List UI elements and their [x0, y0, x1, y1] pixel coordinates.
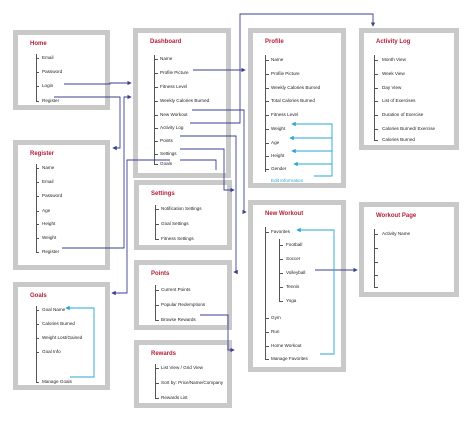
goals-item-manage-goals[interactable]: Manage Goals — [42, 379, 72, 384]
rewards-item-list: Rewards List — [161, 395, 188, 400]
profile-item-picture: Profile Picture — [271, 71, 300, 76]
dashboard-item-activity-log[interactable]: Activity Log — [160, 125, 184, 130]
profile-item-age: Age — [271, 140, 280, 145]
dashboard-item-fitness-level: Fitness Level — [160, 84, 188, 89]
profile-item-fitness-level: Fitness Level — [271, 112, 299, 117]
new-workout-title: New Workout — [265, 211, 304, 217]
new-workout-item-yoga[interactable]: Yoga — [286, 298, 297, 303]
profile-item-name: Name — [271, 57, 284, 62]
goals-item-goal-info: Goal Info — [42, 349, 61, 354]
home-item-email: Email — [42, 55, 54, 60]
dashboard-item-settings[interactable]: Settings — [160, 151, 177, 156]
workout-page-panel: Workout Page Activity Name — [359, 202, 459, 297]
points-item-current: Current Points — [161, 287, 191, 292]
profile-item-total-calories: Total Calories Burned — [271, 98, 315, 103]
new-workout-item-run[interactable]: Run — [271, 329, 280, 334]
profile-title: Profile — [265, 39, 284, 45]
new-workout-item-volleyball[interactable]: Volleyball — [286, 270, 306, 275]
dashboard-item-goals[interactable]: Goals — [160, 161, 173, 166]
goals-item-calories-burned: Calories Burned — [42, 321, 75, 326]
activity-log-item-calories-per-exercise: Calories Burned/ Exercise — [382, 126, 436, 131]
profile-panel: Profile Name Profile Picture Weekly Calo… — [248, 28, 346, 188]
workout-page-title: Workout Page — [376, 213, 417, 219]
connector-register-link — [54, 96, 121, 151]
settings-title: Settings — [151, 191, 175, 197]
dashboard-item-points[interactable]: Points — [160, 138, 173, 143]
points-item-popular[interactable]: Popular Redemptions — [161, 302, 206, 307]
connector-manage-goals-loop — [65, 305, 95, 378]
points-item-browse-rewards[interactable]: Browse Rewards — [161, 317, 196, 322]
dashboard-panel: Dashboard Name Profile Picture Fitness L… — [133, 28, 231, 178]
dashboard-title: Dashboard — [150, 39, 182, 45]
new-workout-item-favorites[interactable]: Favorites — [271, 229, 290, 234]
register-item-name: Name — [42, 165, 55, 170]
connector-manage-favorites-loop — [296, 227, 335, 355]
register-title: Register — [30, 151, 55, 157]
connector-register-to-dashboard — [62, 94, 132, 249]
register-item-password: Password — [42, 193, 63, 198]
activity-log-item-calories: Calories Burned — [382, 137, 415, 142]
goals-item-weight-lost: Weight Lost/Gained — [42, 335, 83, 340]
register-panel: Register Name Email Password Age Height … — [13, 140, 110, 270]
workout-page-item-activity-name: Activity Name — [382, 231, 411, 236]
connector-edit-info-loop — [291, 121, 333, 177]
profile-item-gender: Gender — [271, 166, 287, 171]
profile-item-height: Height — [271, 153, 285, 158]
connector-points-to-rewards — [200, 314, 235, 353]
new-workout-item-football[interactable]: Football — [286, 242, 303, 247]
register-item-age: Age — [42, 208, 51, 213]
settings-item-notification[interactable]: Notification Settings — [161, 206, 202, 211]
new-workout-item-tennis[interactable]: Tennis — [286, 284, 300, 289]
connector-dashboard-to-new-workout — [192, 109, 247, 215]
connector-login-to-dashboard — [64, 80, 132, 86]
dashboard-item-weekly-calories: Weekly Calories Burned — [160, 98, 210, 103]
home-title: Home — [30, 41, 47, 47]
dashboard-item-new-workout[interactable]: New Workout — [160, 112, 188, 117]
rewards-item-sort[interactable]: Sort by: Price/Name/Company — [161, 380, 224, 385]
profile-item-weight: Weight — [271, 126, 286, 131]
dashboard-item-name: Name — [160, 56, 173, 61]
points-panel: Points Current Points Popular Redemption… — [134, 260, 232, 330]
register-item-height: Height — [42, 221, 56, 226]
activity-log-item-day[interactable]: Day View — [382, 85, 402, 90]
rewards-item-view-toggle[interactable]: List View / Grid View — [161, 365, 203, 370]
settings-item-fitness[interactable]: Fitness Settings — [161, 236, 194, 241]
activity-log-item-exercises: List of Exercises — [382, 98, 416, 103]
connector-dashboard-goals-down — [180, 159, 217, 170]
register-item-weight: Weight — [42, 235, 57, 240]
activity-log-item-month[interactable]: Month View — [382, 57, 406, 62]
activity-log-item-duration: Duration of Exercise — [382, 112, 424, 117]
connector-dashboard-to-goals — [111, 159, 170, 296]
profile-item-edit-information[interactable]: Edit Information — [271, 178, 304, 183]
home-item-password: Password — [42, 69, 63, 74]
goals-item-goal-name: Goal Name — [42, 307, 66, 312]
profile-item-weekly-calories: Weekly Calories Burned — [271, 85, 321, 90]
new-workout-item-soccer[interactable]: Soccer — [286, 256, 301, 261]
rewards-panel: Rewards List View / Grid View Sort by: P… — [134, 340, 232, 408]
new-workout-item-gym[interactable]: Gym — [271, 315, 281, 320]
connector-dashboard-to-points — [180, 135, 238, 275]
home-item-login[interactable]: Login — [42, 83, 54, 88]
home-spine — [36, 54, 37, 102]
activity-log-panel: Activity Log Month View Week View Day Vi… — [359, 28, 459, 150]
rewards-title: Rewards — [151, 351, 177, 357]
activity-log-title: Activity Log — [376, 39, 411, 45]
connector-dashboard-to-settings — [180, 148, 235, 193]
activity-log-item-week[interactable]: Week View — [382, 71, 405, 76]
settings-item-goal[interactable]: Goal Settings — [161, 221, 189, 226]
register-item-register[interactable]: Register — [42, 249, 60, 254]
connector-dashboard-to-activity-log — [190, 13, 376, 124]
goals-title: Goals — [30, 293, 47, 299]
home-item-register[interactable]: Register — [42, 98, 60, 103]
register-item-email: Email — [42, 179, 54, 184]
new-workout-item-manage-favorites[interactable]: Manage Favorites — [271, 356, 308, 361]
dashboard-item-profile-picture[interactable]: Profile Picture — [160, 70, 189, 75]
settings-panel: Settings Notification Settings Goal Sett… — [134, 180, 232, 250]
new-workout-item-home-workout[interactable]: Home Workout — [271, 343, 302, 348]
points-title: Points — [151, 271, 170, 277]
